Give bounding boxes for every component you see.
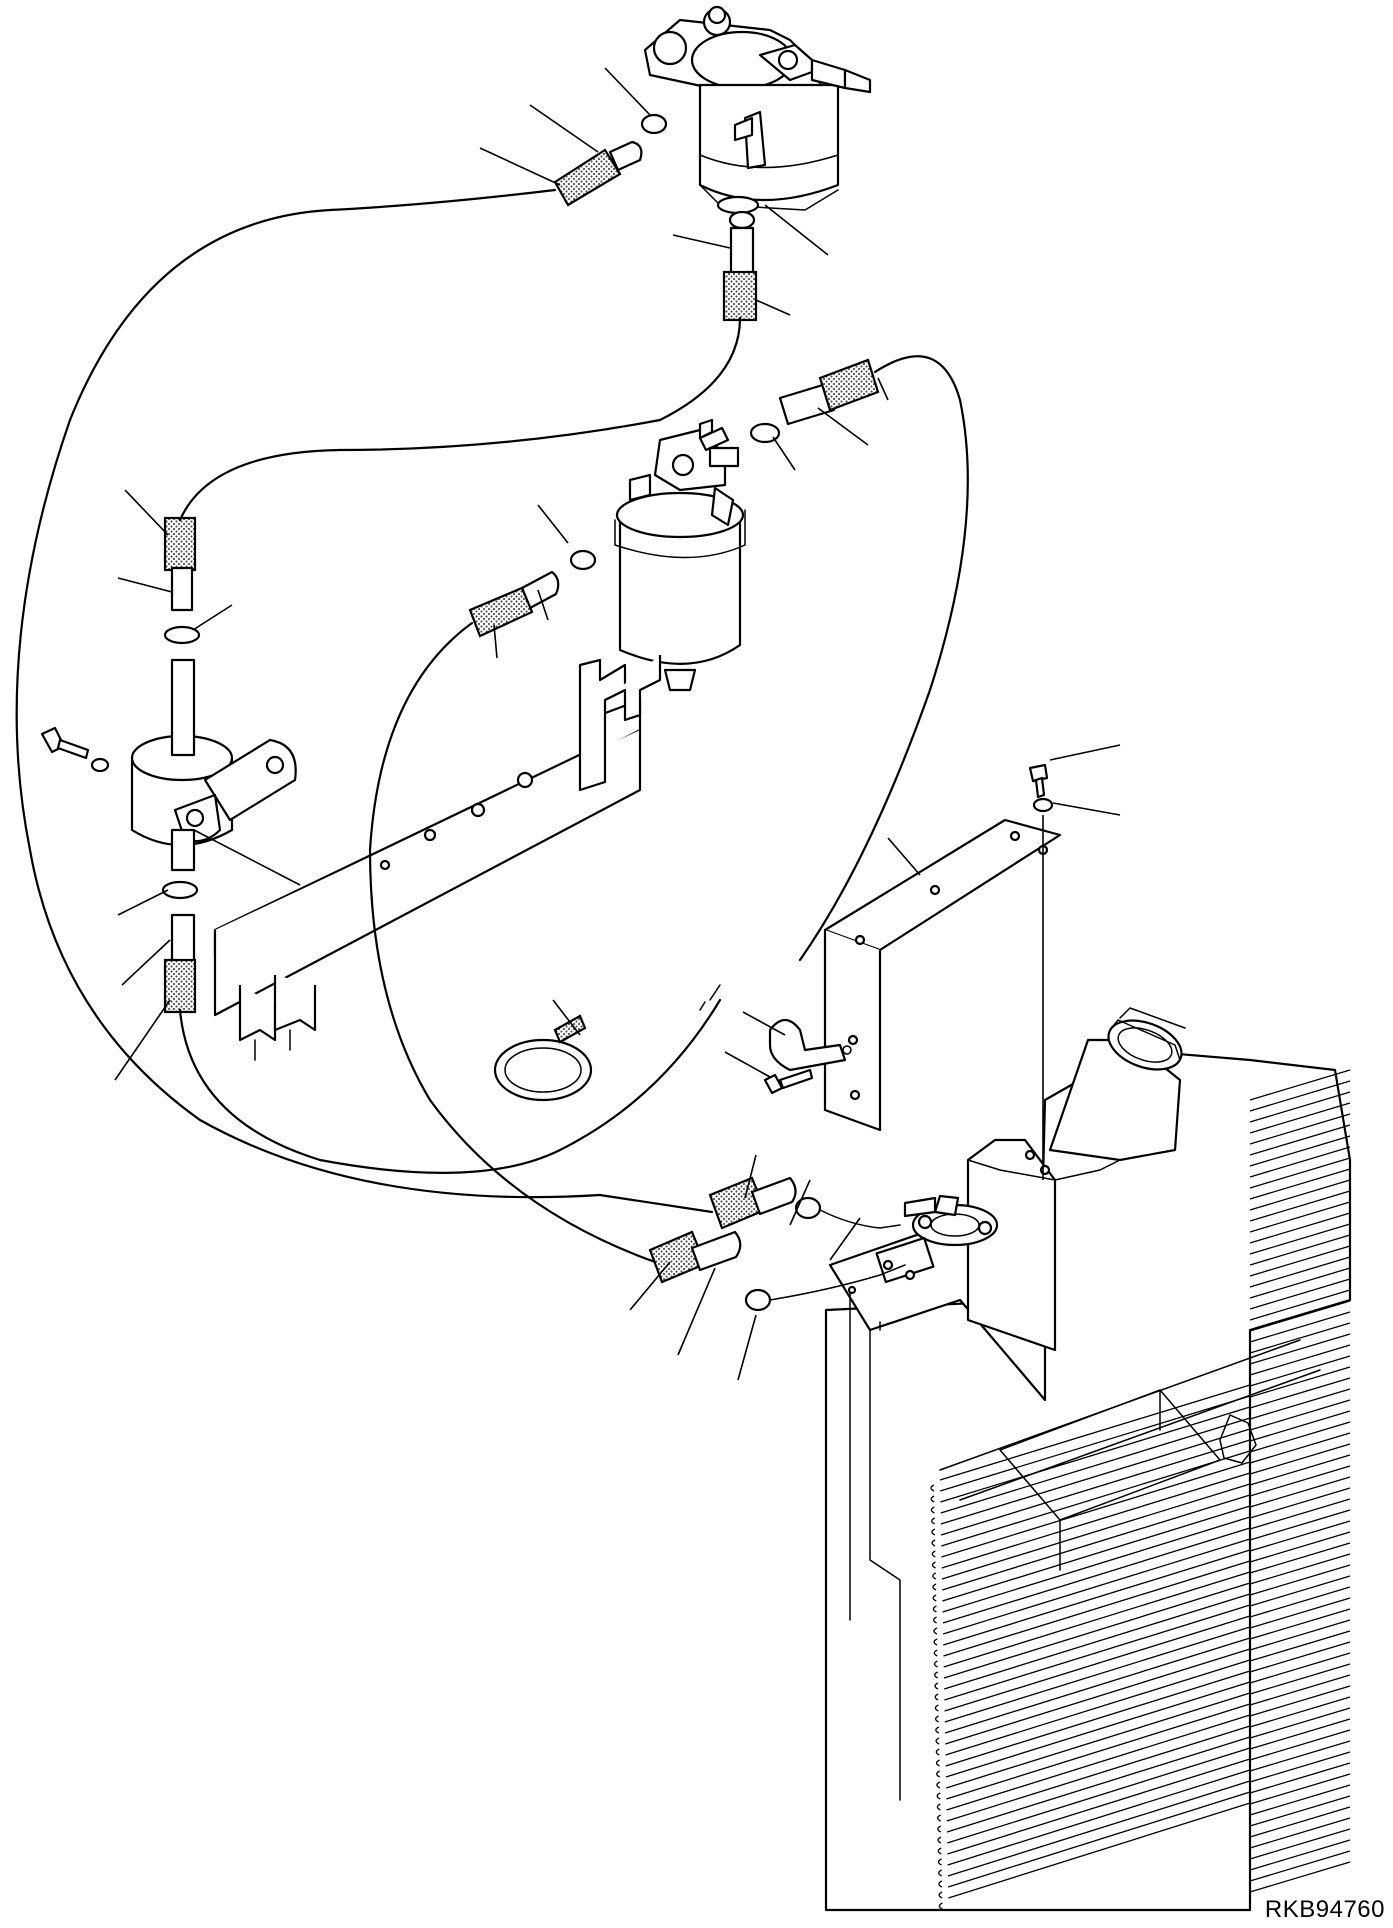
bolt	[1028, 763, 1049, 783]
fuel-pump	[130, 658, 297, 872]
washer	[1032, 797, 1054, 813]
drawing-code: RKB94760	[1264, 1896, 1385, 1923]
bolt	[763, 1073, 784, 1095]
hose-clamp	[716, 195, 760, 215]
bolt	[778, 1068, 814, 1090]
tank-cooling-fins	[930, 1069, 1351, 1910]
bolt	[40, 726, 90, 760]
hose-clamp	[749, 422, 781, 444]
hose-clamp	[161, 880, 199, 900]
water-separator	[614, 418, 746, 692]
washer	[90, 757, 110, 773]
hose-clamp	[744, 1288, 772, 1312]
hose-clamp	[163, 625, 201, 645]
tank-bracket	[823, 818, 1062, 1132]
hose-clamp	[728, 210, 756, 230]
hose-clamp	[569, 549, 597, 571]
callout-leaders	[114, 67, 1121, 1381]
fuel-lines	[15, 188, 969, 1264]
mounting-bracket-plate	[213, 655, 662, 1061]
p-clamp	[768, 1018, 852, 1072]
fuel-tank	[824, 1007, 1352, 1912]
hose-clamp	[640, 113, 668, 135]
hose-band	[493, 1014, 593, 1102]
upper-fuel-filter	[643, 5, 872, 211]
hose-clamp	[794, 1196, 822, 1220]
bolt	[1034, 776, 1046, 799]
